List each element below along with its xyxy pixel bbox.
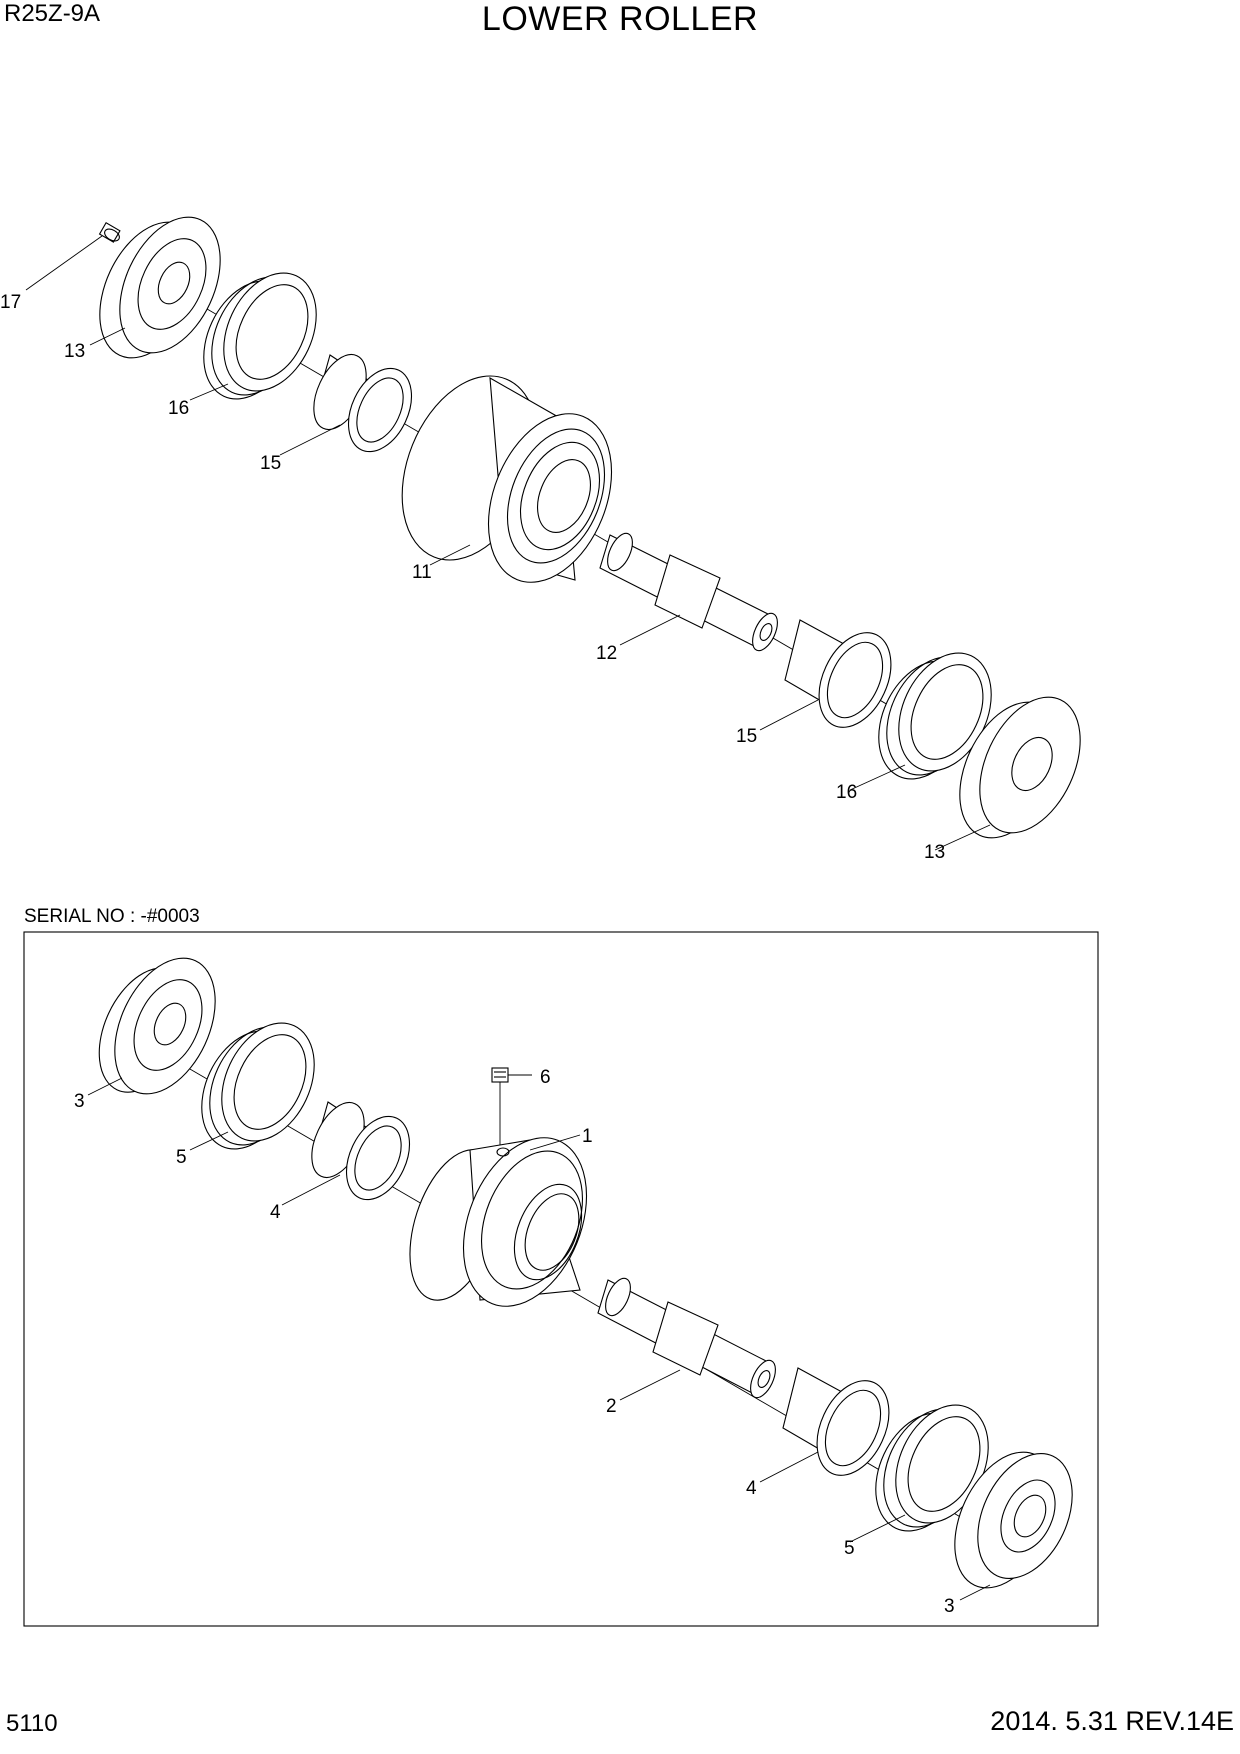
callout-15-right: 15 [736,726,757,747]
part-11-roller [401,375,613,583]
part-15-bushing-left [313,354,413,453]
part-5-seal-right [875,1404,989,1532]
part-12-shaft [599,532,778,652]
lower-assembly: 3 5 4 6 1 2 4 5 3 [74,957,1073,1617]
callout-3-right: 3 [944,1596,955,1617]
part-2-shaft [597,1277,776,1399]
part-17-plug [98,222,121,243]
serial-box-frame [23,931,1099,1627]
part-13-collar-left [99,216,221,359]
part-13-collar-right [959,696,1081,839]
page-number: 5110 [6,1710,58,1737]
callout-1: 1 [582,1126,593,1147]
callout-6: 6 [540,1067,551,1088]
callout-4-right: 4 [746,1478,757,1499]
callout-5-right: 5 [844,1538,855,1559]
part-16-seal-left [203,272,317,400]
callout-13: 13 [64,341,85,362]
model-code: R25Z-9A [4,0,101,27]
callout-5: 5 [176,1147,187,1168]
callout-13-right: 13 [924,842,945,863]
part-15-bushing-right [784,619,892,728]
part-4-bushing-left [311,1101,411,1201]
upper-assembly: 17 13 16 15 11 12 15 16 13 [0,216,1081,863]
callout-16: 16 [168,398,189,419]
callout-16-right: 16 [836,782,857,803]
callout-3: 3 [74,1091,85,1112]
part-16-seal-right [878,652,992,780]
callout-2: 2 [606,1396,617,1417]
callout-15: 15 [260,453,281,474]
revision-date: 2014. 5.31 REV.14E [990,1706,1234,1736]
serial-number-label: SERIAL NO : -#0003 [24,906,200,927]
part-6-grease-nipple [491,1067,509,1150]
callout-12: 12 [596,643,617,664]
part-3-collar-right [954,1451,1073,1589]
page-title: LOWER ROLLER [481,0,759,38]
part-1-roller [409,1137,588,1307]
part-4-bushing-right [782,1367,890,1476]
part-5-seal-left [201,1022,315,1150]
callout-17: 17 [0,292,21,313]
callout-4: 4 [270,1202,281,1223]
part-3-collar-left [98,957,216,1095]
callout-11: 11 [412,562,432,583]
